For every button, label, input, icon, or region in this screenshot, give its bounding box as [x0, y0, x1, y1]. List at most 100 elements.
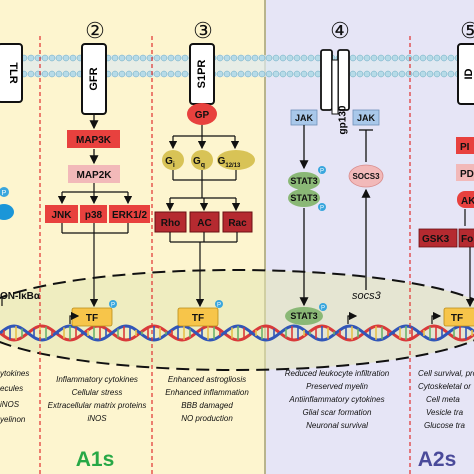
tf-col3[interactable]: TF P [177, 300, 223, 327]
output-line: yelinon [0, 415, 26, 424]
lipid-head [41, 70, 49, 78]
stat3-dimer[interactable]: STAT3 STAT3 P P [288, 166, 326, 212]
output-line: Inflammatory cytokines [56, 375, 138, 384]
svg-text:AC: AC [197, 218, 211, 229]
stat3-nuclear[interactable]: STAT3 P [285, 303, 327, 325]
lipid-head [41, 54, 49, 62]
map3k-node[interactable]: MAP3K [67, 130, 120, 148]
lipid-head [279, 54, 287, 62]
gsk3-node[interactable]: GSK3 [418, 228, 458, 248]
pi-node[interactable]: PI [456, 137, 474, 154]
svg-text:P: P [2, 190, 7, 197]
a2s-label: A2s [418, 448, 457, 471]
lipid-head [132, 70, 140, 78]
lipid-head [223, 70, 231, 78]
g1213-subunit[interactable]: G12/13 [217, 150, 255, 170]
lipid-head [230, 54, 238, 62]
lipid-head [293, 54, 301, 62]
lipid-head [370, 70, 378, 78]
lipid-head [125, 70, 133, 78]
lipid-head [398, 54, 406, 62]
gq-subunit[interactable]: Gq [191, 150, 213, 170]
ikb-label: ON-IκBα [0, 291, 41, 302]
tlr-receptor[interactable]: TLR [0, 43, 23, 103]
lipid-head [307, 70, 315, 78]
output-line: Neuronal survival [306, 421, 368, 430]
svg-text:JAK: JAK [295, 113, 314, 123]
gp130-receptor[interactable]: gp130 [320, 49, 350, 134]
lipid-head [384, 54, 392, 62]
lipid-head [377, 54, 385, 62]
output-line: Glial scar formation [303, 408, 372, 417]
svg-text:Fo: Fo [461, 234, 473, 245]
svg-text:p38: p38 [85, 210, 103, 221]
lipid-head [62, 54, 70, 62]
jnk-node[interactable]: JNK [45, 205, 78, 223]
svg-text:P: P [321, 306, 325, 312]
rac-node[interactable]: Rac [222, 211, 253, 233]
jak-right-node[interactable]: JAK [352, 109, 380, 126]
lipid-head [440, 54, 448, 62]
lipid-head [223, 54, 231, 62]
ac-node[interactable]: AC [189, 211, 220, 233]
nucleus-outline [0, 269, 474, 371]
p38-node[interactable]: p38 [80, 205, 107, 223]
svg-text:STAT3: STAT3 [290, 193, 317, 203]
lipid-head [153, 54, 161, 62]
lipid-head [293, 70, 301, 78]
svg-text:TF: TF [86, 313, 98, 324]
lipid-head [440, 70, 448, 78]
gi-subunit[interactable]: Gi [162, 150, 184, 170]
tf-col5[interactable]: TF [443, 307, 474, 327]
id-receptor[interactable]: ID [457, 43, 474, 105]
rho-ac-rac-converge [169, 232, 238, 308]
lipid-head [167, 70, 175, 78]
lipid-head [27, 54, 35, 62]
svg-text:ID: ID [463, 68, 474, 79]
s1pr-receptor[interactable]: S1PR [189, 43, 215, 105]
svg-text:JNK: JNK [51, 210, 72, 221]
lipid-head [139, 70, 147, 78]
lipid-head [174, 70, 182, 78]
svg-text:gp130: gp130 [338, 105, 349, 134]
pd-node[interactable]: PD [456, 164, 474, 181]
lipid-head [363, 70, 371, 78]
jak-left-node[interactable]: JAK [290, 109, 318, 126]
fo-node[interactable]: Fo [458, 228, 474, 248]
svg-text:STAT3: STAT3 [290, 311, 317, 321]
lipid-head [349, 54, 357, 62]
lipid-head [447, 54, 455, 62]
socs3-node[interactable]: SOCS3 [348, 164, 384, 188]
lipid-head [244, 70, 252, 78]
cell-membrane [0, 54, 474, 78]
socs3-inhibition [359, 129, 373, 162]
socs3-gene-label: socs3 [352, 290, 382, 302]
lipid-head [447, 70, 455, 78]
tf-col2[interactable]: TF P [71, 300, 117, 327]
lipid-head [265, 70, 273, 78]
ak-node[interactable]: AK [457, 191, 474, 208]
lipid-head [307, 54, 315, 62]
svg-text:TLR: TLR [7, 62, 19, 83]
lipid-head [111, 54, 119, 62]
rho-node[interactable]: Rho [154, 211, 187, 233]
lipid-head [405, 54, 413, 62]
gfr-receptor[interactable]: GFR [81, 43, 107, 115]
lipid-head [55, 54, 63, 62]
lipid-head [398, 70, 406, 78]
lipid-head [244, 54, 252, 62]
lipid-head [230, 70, 238, 78]
gp-node[interactable]: GP [187, 103, 217, 125]
output-line: BBB damaged [181, 401, 233, 410]
lipid-head [118, 54, 126, 62]
lipid-head [216, 70, 224, 78]
lipid-head [55, 70, 63, 78]
lipid-head [216, 54, 224, 62]
lipid-head [433, 54, 441, 62]
lipid-head [160, 54, 168, 62]
map2k-node[interactable]: MAP2K [68, 165, 120, 183]
svg-text:P: P [217, 303, 221, 309]
erk-node[interactable]: ERK1/2 [109, 205, 150, 223]
lipid-head [279, 70, 287, 78]
lipid-head [300, 54, 308, 62]
